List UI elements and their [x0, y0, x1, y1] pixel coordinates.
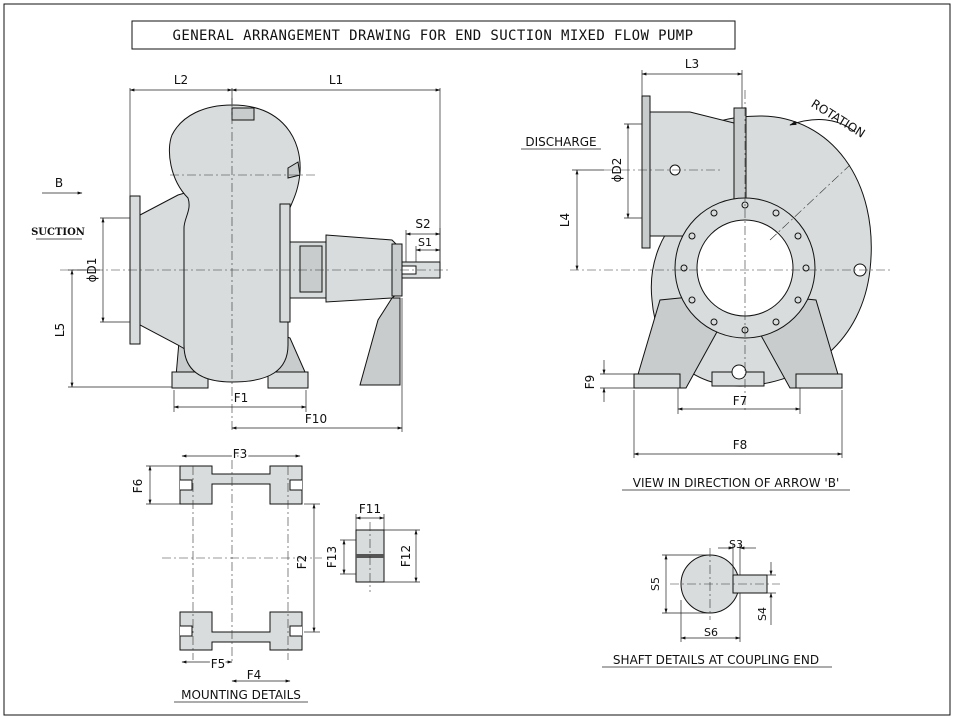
dim-F12: F12	[399, 545, 413, 567]
suction-label: SUCTION	[31, 227, 85, 238]
sheet-border	[3, 3, 951, 716]
shaft-details: S3 S5 S4 S6 SHAFT DETAILS AT COUPLING EN…	[602, 538, 832, 668]
gland	[299, 245, 323, 293]
back-cover	[279, 203, 291, 323]
dim-D2: ϕD2	[610, 158, 624, 183]
end-view: ROTATION DISCHARGE L3 ϕD2 L4 F9 F7 F8	[521, 57, 890, 491]
discharge-flange	[641, 95, 651, 249]
shaft-caption: SHAFT DETAILS AT COUPLING END	[613, 653, 819, 667]
casing-top-boss	[231, 107, 255, 121]
dim-F2: F2	[295, 555, 309, 570]
slot-br	[289, 625, 302, 637]
dim-S2: S2	[415, 217, 430, 231]
dim-F6: F6	[131, 479, 145, 494]
dim-L1: L1	[329, 73, 343, 87]
end-footpad-right	[795, 373, 843, 389]
dim-S3: S3	[729, 538, 743, 551]
dim-F5: F5	[211, 657, 226, 671]
dim-L4: L4	[558, 213, 572, 227]
side-view: L2 L1 B SUCTION ϕD1 L5 S2 S1 F1 F10	[31, 73, 450, 432]
foot-pad-right	[267, 371, 309, 389]
dim-F7: F7	[733, 394, 748, 408]
end-view-caption: VIEW IN DIRECTION OF ARROW 'B'	[633, 476, 840, 490]
mount-bottom-plate	[179, 611, 303, 651]
dim-F9: F9	[583, 375, 597, 390]
bearing-pedestal	[359, 297, 401, 386]
dim-F10: F10	[305, 412, 327, 426]
dim-S6: S6	[704, 626, 718, 639]
dim-F11: F11	[359, 502, 381, 516]
dim-S1: S1	[418, 236, 432, 249]
slot-tl	[180, 479, 193, 491]
bearing-housing	[325, 234, 401, 303]
dim-F8: F8	[733, 438, 748, 452]
dim-F13: F13	[325, 546, 339, 568]
dim-S4: S4	[756, 607, 769, 621]
mounting-details: F3 F6 F2 F5 F4 F11 F13 F12 MOUN	[131, 445, 420, 703]
dim-L3: L3	[685, 57, 699, 71]
discharge-label: DISCHARGE	[525, 135, 596, 149]
dim-F4: F4	[247, 668, 262, 682]
dim-L5: L5	[53, 323, 67, 337]
dim-F3: F3	[233, 447, 248, 461]
slot-bl	[180, 625, 193, 637]
title-block: GENERAL ARRANGEMENT DRAWING FOR END SUCT…	[131, 20, 736, 50]
dim-S5: S5	[649, 577, 662, 591]
mount-top-plate	[179, 465, 303, 505]
slot-tr	[289, 479, 302, 491]
volute-lip	[287, 161, 301, 179]
drain-port	[731, 364, 747, 380]
end-footpad-left	[633, 373, 681, 389]
drawing-title: GENERAL ARRANGEMENT DRAWING FOR END SUCT…	[173, 28, 694, 44]
dim-F1: F1	[234, 391, 249, 405]
arrow-b-label: B	[55, 176, 63, 190]
foot-pad-left	[171, 371, 209, 389]
dim-L2: L2	[174, 73, 188, 87]
mounting-caption: MOUNTING DETAILS	[181, 688, 301, 702]
flange-bolt-holes	[680, 201, 810, 334]
